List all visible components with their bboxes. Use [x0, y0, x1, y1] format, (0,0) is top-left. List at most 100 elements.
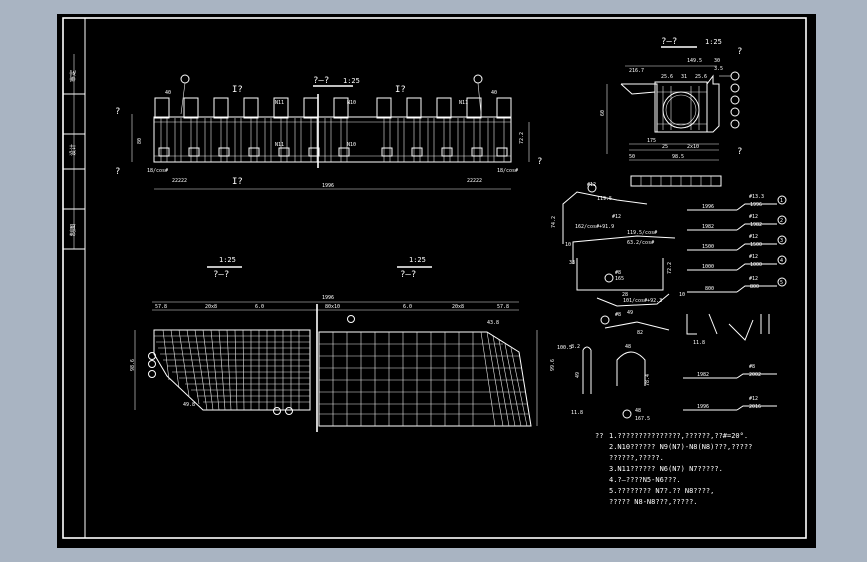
stirrup-s1: 8.2 [571, 344, 580, 350]
title-block-label-2: 设计 [69, 144, 77, 156]
cad-drawing-canvas[interactable]: 审定 设计 制图 ?—? 1:25 I? I? [57, 14, 816, 548]
bent-e-len: 101/cos#+92.3 [623, 298, 662, 304]
bent-a-len: 119.5 [597, 196, 612, 202]
bar-len: 800 [705, 286, 714, 292]
bar-len: 1996 [702, 204, 714, 210]
bent-d-dia: #8 [615, 270, 621, 276]
section-scale: 1:25 [705, 38, 722, 46]
plan-left-scale: 1:25 [219, 256, 236, 264]
bent-c-len: 119.5/cos# [627, 230, 657, 236]
note-line: 5.???????? N7?.?? N8????, [609, 487, 714, 495]
section-arrow-left-bottom: ? [115, 167, 120, 177]
dim-40-left: 40 [165, 90, 171, 96]
bottom-bar-len: 1982 [697, 372, 709, 378]
plan-right-scale: 1:25 [409, 256, 426, 264]
plan-left-height: 98.6 [130, 359, 136, 371]
elevation-title: ?—? [313, 76, 329, 86]
bar-len2: 1500 [750, 242, 762, 248]
bar-num: 5 [780, 280, 783, 286]
note-line: ??????,?????. [609, 454, 664, 462]
notes-header: ?? [595, 432, 603, 440]
section-dim-30: 30 [714, 58, 720, 64]
section-dim-1495: 149.5 [687, 58, 702, 64]
plan-right-height: 99.6 [550, 359, 556, 371]
bent-dim: 74.2 [551, 216, 557, 228]
bottom-bar-dia: #8 [749, 364, 755, 370]
cross-section-view: ?—? 1:25 149.5 216.7 25.6 31 25.6 30 3.5… [600, 37, 742, 187]
bent-dim: 28 [622, 292, 628, 298]
dim-722: 72.2 [519, 132, 525, 144]
bent-b-len: 162/cos#+91.9 [575, 224, 614, 230]
section-mark-right: I? [395, 85, 406, 95]
section-bottom-dim: 50 [629, 154, 635, 160]
section-dim: 31 [681, 74, 687, 80]
rebar-tag: N10 [347, 100, 356, 106]
bar-len2: 1996 [750, 202, 762, 208]
plan-dim: 57.8 [497, 304, 509, 310]
plan-dim: 80x10 [325, 304, 340, 310]
bar-dia: #13.3 [749, 194, 764, 200]
plan-total-width: 1996 [322, 295, 334, 301]
bent-dim: 72.2 [667, 262, 673, 274]
bent-dim: 49 [627, 310, 633, 316]
stirrup-s2: 49 [575, 372, 581, 378]
section-arrow-bottom: ? [737, 147, 742, 157]
plan-right-title: ?—? [400, 270, 416, 280]
bar-num: 1 [780, 198, 783, 204]
bar-len2: 1000 [750, 262, 762, 268]
title-block: 审定 设计 制图 [63, 54, 85, 250]
inner-border [84, 17, 807, 539]
rebar-detail-list: 1996 #13.3 1996 1 1982 #12 1982 2 1500 #… [687, 194, 787, 293]
bottom-label-right: 22222 [467, 178, 482, 184]
stirrup-hook: 11.8 [571, 410, 583, 416]
section-arrow-top: ? [737, 47, 742, 57]
bent-dim: 33 [569, 260, 575, 266]
stirrup-arc3: 167.5 [635, 416, 650, 422]
section-dim-2167: 216.7 [629, 68, 644, 74]
bar-len: 1000 [702, 264, 714, 270]
note-line: 3.N11?????? N6(N7) N7?????. [609, 465, 723, 473]
plan-left-title: ?—? [213, 270, 229, 280]
stirrup-hook: 11.8 [693, 340, 705, 346]
bottom-label-left: 22222 [172, 178, 187, 184]
section-dim: 25.6 [661, 74, 673, 80]
elevation-view: ?—? 1:25 I? I? [115, 74, 542, 190]
rebar-tag: N11 [459, 100, 468, 106]
bar-dia: #12 [749, 234, 758, 240]
section-title: ?—? [661, 37, 677, 47]
plan-dim: 20x8 [205, 304, 217, 310]
section-mark-left: I? [232, 85, 243, 95]
plan-dim-438: 43.8 [487, 320, 499, 326]
dim-80: 80 [137, 138, 143, 144]
section-bottom-dim: 175 [647, 138, 656, 144]
rebar-tag: N11 [275, 100, 284, 106]
section-dim-35: 3.5 [714, 66, 723, 72]
stirrup-arc: 48 [625, 344, 631, 350]
drawing-sheet: 审定 设计 制图 ?—? 1:25 I? I? [62, 17, 807, 539]
note-line: 2.N10?????? N9(N7)-N8(N8)???,????? [609, 443, 752, 451]
plan-view: 1:25 ?—? 1:25 ?—? 1996 57.8 20x8 6.0 80x… [130, 256, 572, 432]
bar-len2: 800 [750, 284, 759, 290]
bar-len: 1500 [702, 244, 714, 250]
section-arrow-left-top: ? [115, 107, 120, 117]
label-right: 18/cos# [497, 168, 518, 174]
bar-num: 4 [780, 258, 783, 264]
label-left: 18/cos# [147, 168, 168, 174]
plan-dim-498: 49.8 [183, 402, 195, 408]
bent-b-dia: #12 [612, 214, 621, 220]
section-bottom-dim: 98.5 [672, 154, 684, 160]
section-arrow-right: ? [537, 157, 542, 167]
bottom-bar-dia: #12 [749, 396, 758, 402]
section-mark-bottom: I? [232, 177, 243, 187]
bent-d-len2: 165 [615, 276, 624, 282]
section-bottom-dim: 25 [662, 144, 668, 150]
bottom-bar-len: 1996 [697, 404, 709, 410]
total-width: 1996 [322, 183, 334, 189]
plan-dim: 6.0 [403, 304, 412, 310]
elevation-scale: 1:25 [343, 77, 360, 85]
bent-e-dia: #8 [615, 312, 621, 318]
title-block-label-1: 审定 [69, 70, 77, 82]
rebar-tag: N11 [275, 142, 284, 148]
bent-d-len: 63.2/cos# [627, 240, 654, 246]
dim-40-right: 40 [491, 90, 497, 96]
